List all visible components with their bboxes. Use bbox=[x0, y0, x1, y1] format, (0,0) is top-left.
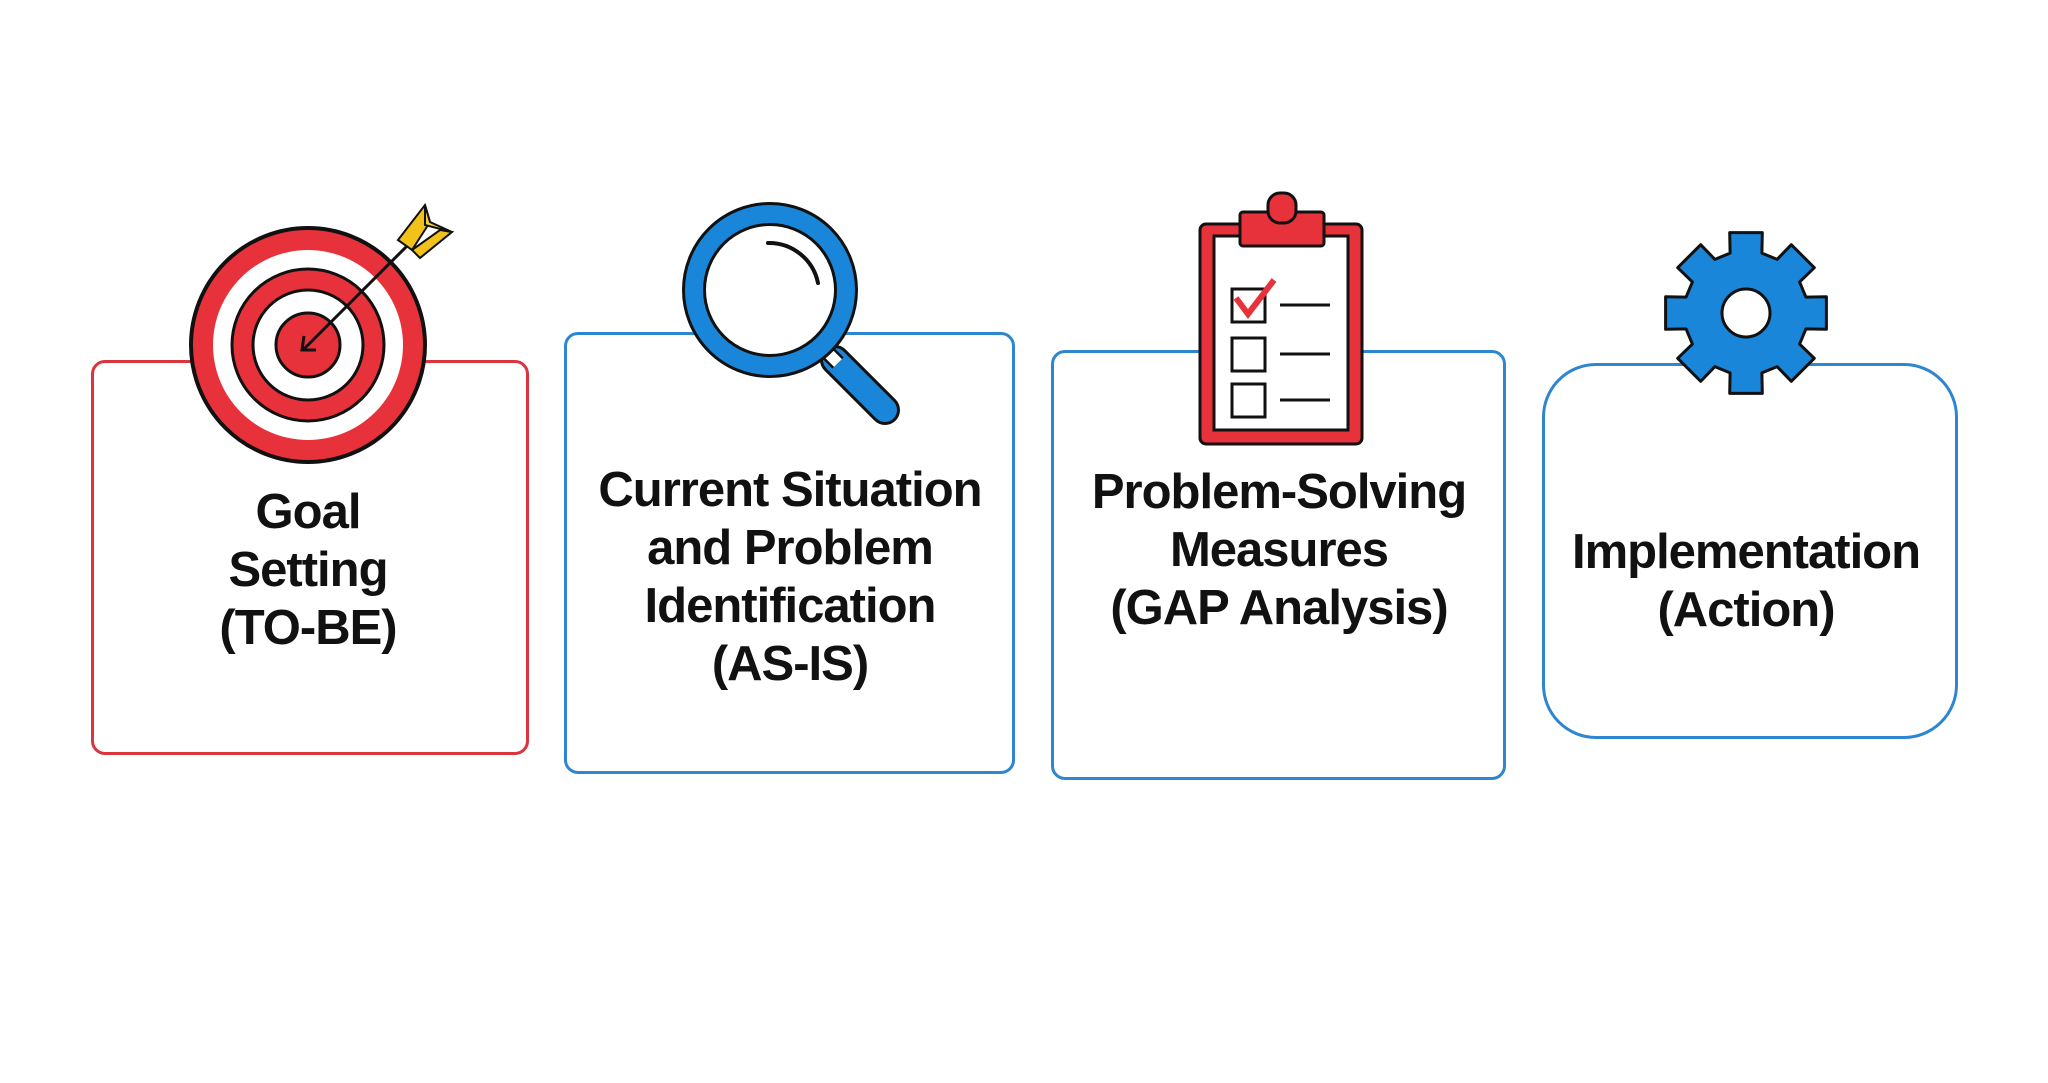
step-label-problem-solving: Problem-Solving Measures (GAP Analysis) bbox=[1091, 463, 1467, 637]
label-line: (TO-BE) bbox=[219, 601, 397, 655]
label-line: and Problem bbox=[647, 521, 934, 575]
label-line: Problem-Solving bbox=[1091, 465, 1467, 519]
gear-icon bbox=[1664, 231, 1828, 395]
label-line: (AS-IS) bbox=[711, 637, 869, 691]
step-label-current-situation: Current Situation and Problem Identifica… bbox=[598, 461, 982, 693]
label-line: Setting bbox=[228, 543, 388, 597]
label-line: Measures bbox=[1169, 523, 1389, 577]
label-line: (GAP Analysis) bbox=[1110, 581, 1448, 635]
label-line: Identification bbox=[644, 579, 937, 633]
label-line: Current Situation bbox=[598, 463, 982, 517]
label-line: Goal bbox=[255, 485, 362, 539]
label-line: (Action) bbox=[1657, 583, 1835, 637]
step-card-current-situation bbox=[564, 332, 1015, 774]
step-card-implementation bbox=[1542, 363, 1958, 739]
step-label-goal-setting: Goal Setting (TO-BE) bbox=[219, 483, 397, 657]
step-label-implementation: Implementation (Action) bbox=[1571, 523, 1921, 639]
label-line: Implementation bbox=[1571, 525, 1921, 579]
